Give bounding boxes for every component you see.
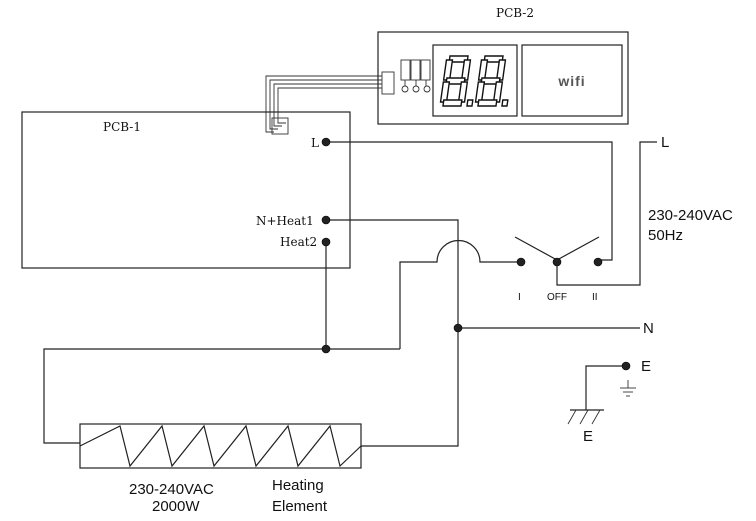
switch-label-off: OFF — [547, 292, 567, 303]
wire-switch-to-heater — [399, 239, 521, 349]
switch-terminal-off — [552, 257, 562, 267]
supply-voltage: 230-240VAC — [648, 207, 733, 224]
supply-frequency: 50Hz — [648, 227, 683, 244]
switch-terminal-2 — [593, 257, 603, 267]
display-digit-1 — [439, 55, 474, 107]
earth-ground-label: E — [583, 428, 593, 445]
wire-mains-live — [556, 141, 657, 286]
pcb1-terminal-nheat1 — [321, 215, 331, 225]
wifi-module — [521, 44, 623, 117]
wire-heater-left — [43, 348, 400, 444]
junction-heat2 — [321, 344, 331, 354]
earth-terminal — [621, 361, 631, 371]
heater-power: 2000W — [152, 498, 200, 515]
heating-element — [79, 423, 362, 469]
pcb1-board — [21, 111, 351, 269]
pcb1-terminal-nheat1-label: N+Heat1 — [256, 214, 314, 228]
pcb2-board — [377, 31, 629, 125]
display-digit-2 — [474, 55, 509, 107]
switch-label-2: II — [592, 292, 598, 303]
wifi-label: wifi — [557, 73, 585, 89]
pcb1: PCB-1 L N+Heat1 Heat2 — [21, 111, 351, 269]
pcb1-terminal-heat2 — [321, 237, 331, 247]
pcb2-pins — [400, 59, 431, 93]
switch-terminal-1 — [516, 257, 526, 267]
pcb2-connector — [381, 71, 395, 95]
pcb2: PCB-2 — [377, 6, 629, 125]
earth-label: E — [641, 358, 651, 375]
pcb2-label: PCB-2 — [496, 6, 534, 20]
pcb1-label: PCB-1 — [103, 120, 141, 134]
ribbon-cable — [265, 75, 382, 133]
supply-neutral-label: N — [643, 320, 654, 337]
rotary-switch: I OFF II — [514, 236, 603, 303]
wire-neutral-heat1 — [326, 219, 459, 447]
wire-earth — [585, 365, 624, 410]
heater-voltage: 230-240VAC — [129, 481, 214, 498]
pcb1-terminal-l-label: L — [311, 136, 319, 150]
pcb1-terminal-heat2-label: Heat2 — [280, 235, 317, 249]
heater-name-line2: Element — [272, 498, 328, 515]
earth-symbol — [567, 361, 636, 425]
pcb1-terminal-l — [321, 137, 331, 147]
switch-label-1: I — [518, 292, 521, 303]
supply-live-label: L — [661, 134, 669, 151]
heater-name-line1: Heating — [272, 477, 324, 494]
junction-neutral — [453, 323, 463, 333]
seven-segment-display — [432, 44, 518, 117]
wire-pcb-live-to-switch — [326, 141, 613, 261]
pcb1-connector — [271, 117, 289, 135]
